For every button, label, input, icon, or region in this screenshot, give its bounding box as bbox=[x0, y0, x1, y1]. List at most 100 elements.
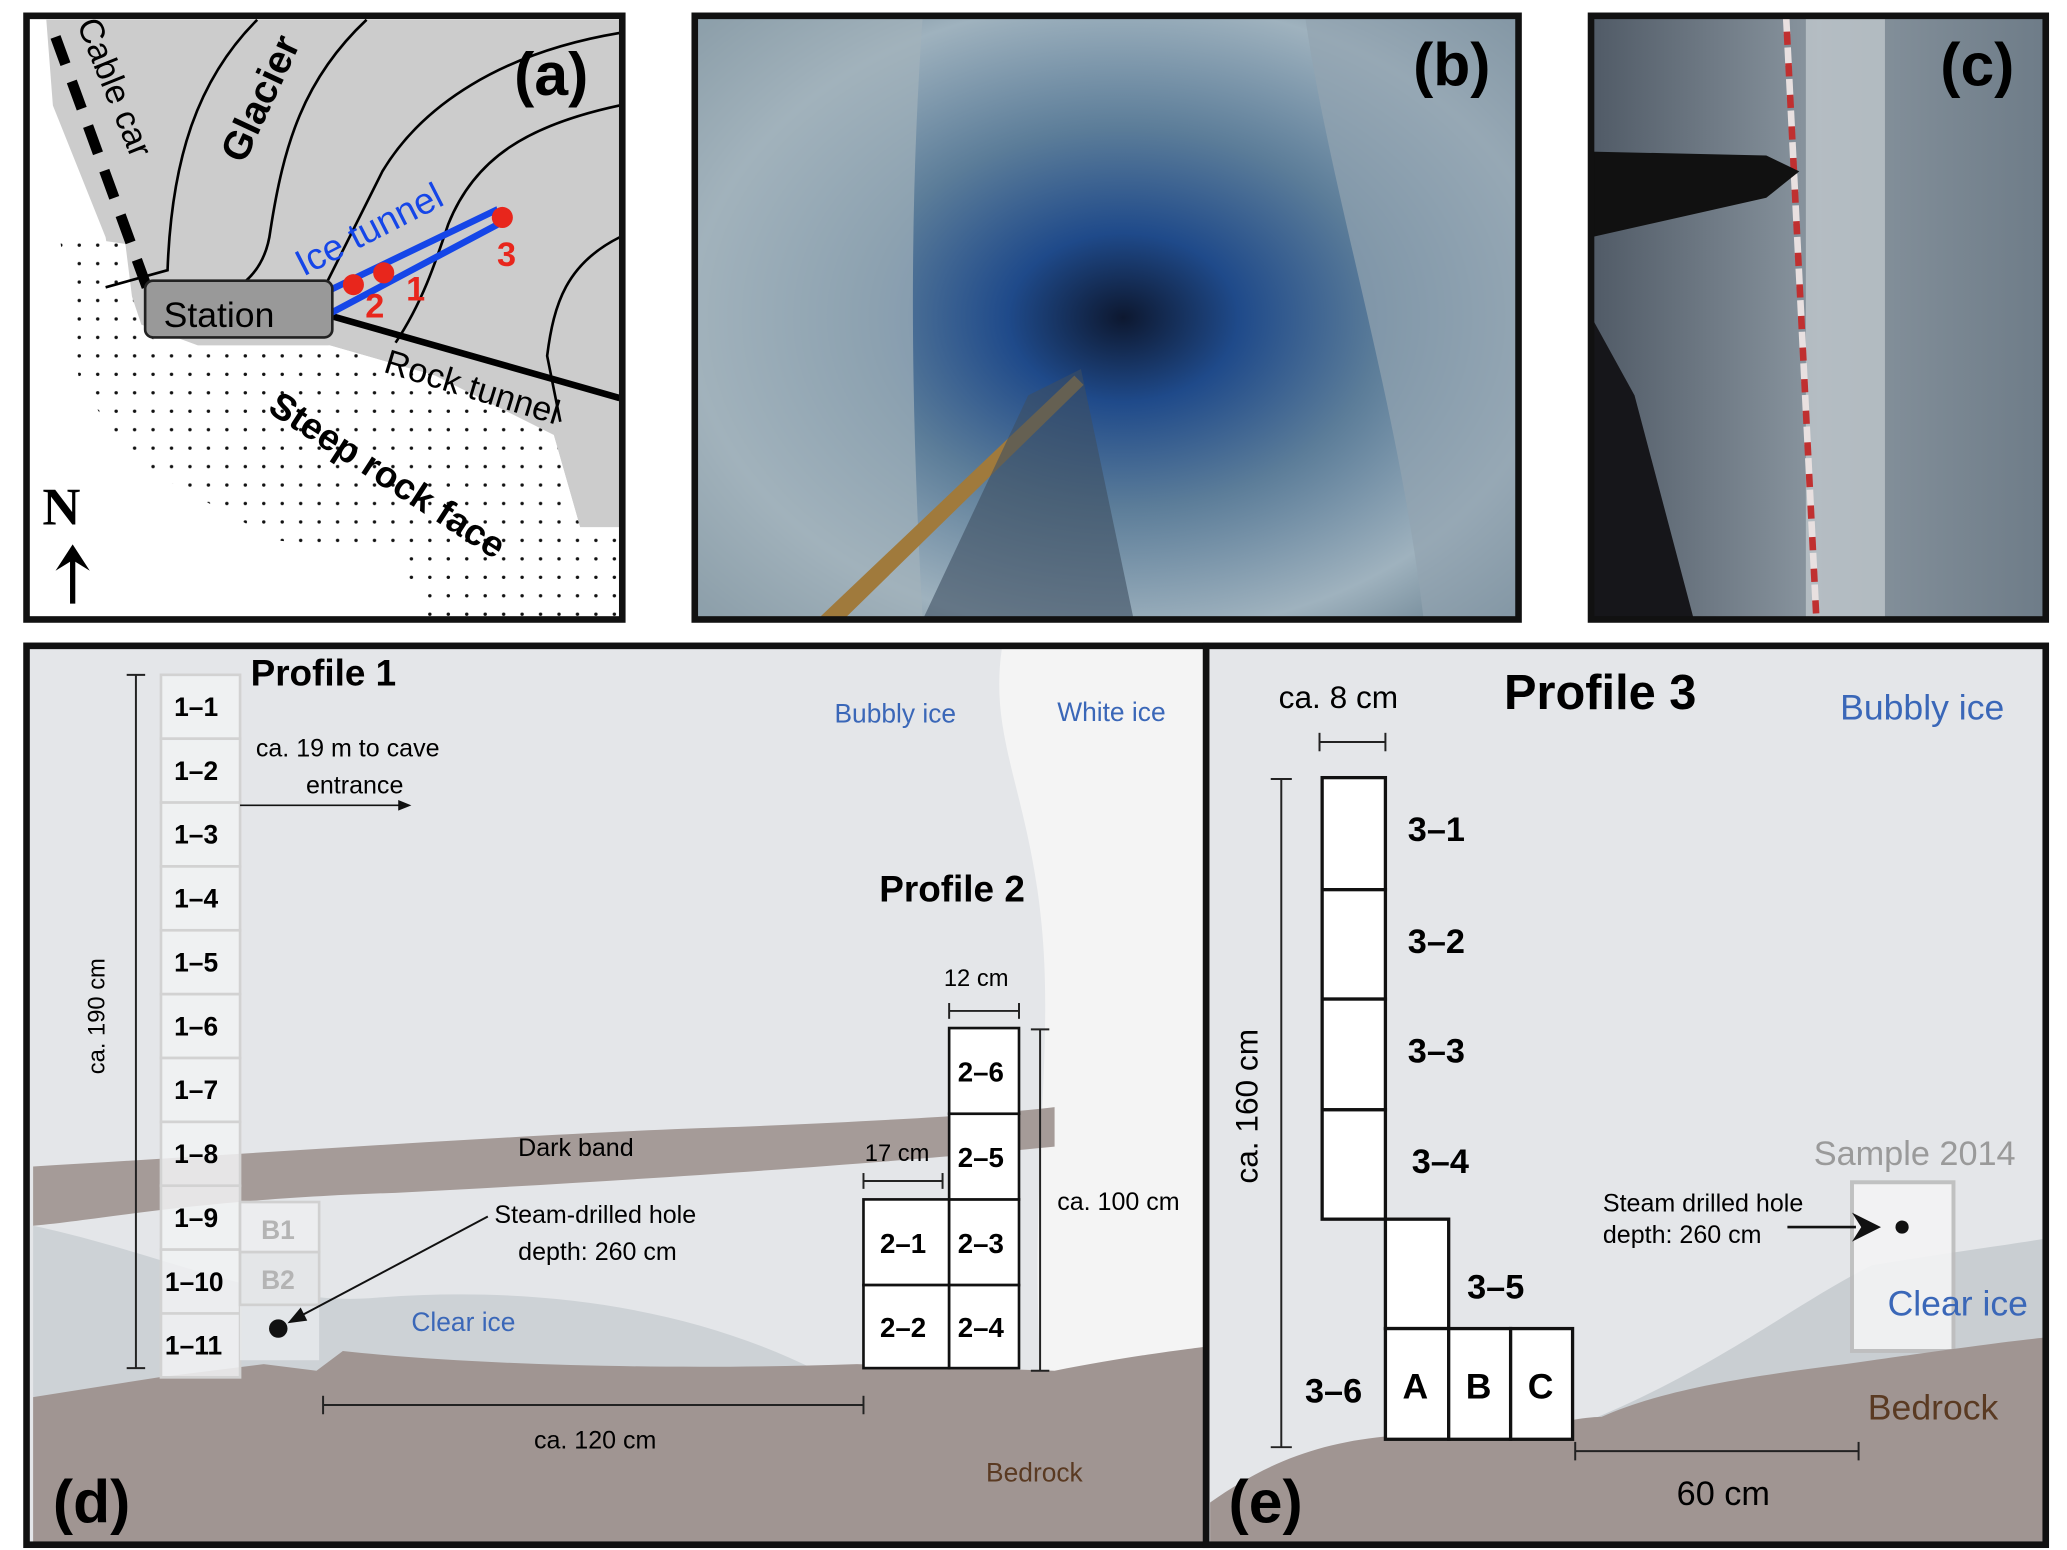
site-label-3: 3 bbox=[497, 236, 516, 274]
profile-3-sample-box bbox=[1320, 888, 1388, 1001]
bedrock-area bbox=[33, 1347, 1204, 1543]
rock-tunnel-line bbox=[322, 310, 621, 402]
profile-1-sample-label: 1–2 bbox=[174, 756, 218, 786]
site-marker-3 bbox=[491, 206, 513, 229]
profile-3-sample-box bbox=[1320, 1108, 1388, 1221]
profile-1-sample-label: 1–9 bbox=[174, 1203, 218, 1233]
profile-1-sample-label: 1–4 bbox=[174, 884, 218, 914]
block-b2 bbox=[238, 1250, 321, 1307]
profile-3-title: Profile 3 bbox=[1504, 666, 1696, 720]
subsample-box bbox=[1508, 1326, 1575, 1441]
steam-drilled-hole-marker bbox=[269, 1319, 288, 1338]
panel-c-photo-ice-wall: (c) bbox=[1587, 12, 2050, 623]
profile-2-sample-label: 2–3 bbox=[958, 1228, 1004, 1259]
profile-3-sample-label: 3–2 bbox=[1408, 923, 1465, 961]
subsample-label: B bbox=[1466, 1366, 1492, 1406]
profile-2-sample-box bbox=[862, 1283, 951, 1370]
profile-1-sample-box bbox=[159, 928, 242, 996]
profile-1-sample-box bbox=[159, 1184, 242, 1251]
cave-entrance-label-1: ca. 19 m to cave bbox=[256, 735, 440, 763]
panel-e-label: (e) bbox=[1229, 1467, 1303, 1535]
profile-1-sample-label: 1–6 bbox=[174, 1011, 218, 1041]
site-marker-1 bbox=[373, 262, 395, 284]
site-marker-2 bbox=[342, 274, 364, 296]
hole-label-1: Steam drilled hole bbox=[1603, 1189, 1803, 1217]
profile-1-sample-box bbox=[159, 1312, 242, 1379]
distance-scale-120 bbox=[322, 1395, 865, 1415]
distance-scale-60 bbox=[1574, 1441, 1860, 1461]
profile-1-sample-label: 1–5 bbox=[174, 947, 218, 977]
profile-2-sample-label: 2–5 bbox=[958, 1142, 1004, 1173]
panel-b-label: (b) bbox=[1413, 31, 1490, 99]
distance-120-label: ca. 120 cm bbox=[534, 1427, 656, 1455]
panel-d-profiles-1-2: Bubbly ice White ice Profile 1 ca. 190 c… bbox=[23, 642, 1210, 1549]
height-100-label: ca. 100 cm bbox=[1057, 1188, 1179, 1216]
profile-2-sample-box bbox=[947, 1283, 1021, 1370]
bubbly-ice-label: Bubbly ice bbox=[1840, 688, 2004, 728]
profile-2-sample-label: 2–2 bbox=[880, 1312, 926, 1343]
white-ice-label: White ice bbox=[1057, 697, 1165, 727]
hole-label-1: Steam-drilled hole bbox=[494, 1201, 696, 1229]
profile-3-sample-box bbox=[1383, 1217, 1451, 1331]
width-scale-17 bbox=[862, 1173, 944, 1189]
profile-1-column: 1–11–21–31–41–51–61–71–81–91–101–11 bbox=[159, 673, 242, 1379]
height-scale-190 bbox=[126, 673, 146, 1370]
hole-label-2: depth: 260 cm bbox=[518, 1238, 677, 1266]
profile-1-sample-box bbox=[159, 992, 242, 1060]
profile-2-sample-label: 2–4 bbox=[958, 1312, 1005, 1343]
hole-label-2: depth: 260 cm bbox=[1603, 1221, 1762, 1249]
cave-entrance-label-2: entrance bbox=[306, 771, 403, 799]
steam-drilled-hole-marker bbox=[1895, 1220, 1909, 1234]
height-scale-160 bbox=[1270, 777, 1292, 1449]
bubbly-ice-label: Bubbly ice bbox=[834, 698, 956, 728]
profile-1-sample-label: 1–8 bbox=[174, 1139, 218, 1169]
distance-60-label: 60 cm bbox=[1677, 1475, 1770, 1513]
width-8-label: ca. 8 cm bbox=[1279, 679, 1399, 715]
panel-c-label: (c) bbox=[1940, 31, 2014, 99]
profile-1-sample-label: 1–11 bbox=[165, 1331, 222, 1361]
bedrock-label: Bedrock bbox=[1868, 1388, 1999, 1428]
sample-2014-box bbox=[1850, 1180, 1956, 1353]
profile-3-sample-box bbox=[1320, 997, 1388, 1112]
profile-2-columns: 2–1 2–2 2–3 2–4 2–5 2–6 bbox=[862, 1026, 1021, 1370]
clear-ice-label: Clear ice bbox=[411, 1307, 515, 1337]
subsample-box bbox=[1447, 1326, 1513, 1441]
block-b1-label: B1 bbox=[261, 1215, 295, 1245]
profile-3-sample-label: 3–1 bbox=[1408, 811, 1465, 849]
white-ice-area bbox=[999, 648, 1204, 1384]
sample-2014-label: Sample 2014 bbox=[1814, 1135, 2016, 1173]
station-box bbox=[143, 279, 334, 339]
north-arrow-icon bbox=[55, 544, 90, 604]
profile-2-sample-box bbox=[947, 1026, 1021, 1116]
bedrock-area bbox=[1210, 1337, 2044, 1543]
height-190-label: ca. 190 cm bbox=[84, 958, 110, 1074]
width-scale-8 bbox=[1318, 732, 1387, 752]
bedrock-label: Bedrock bbox=[986, 1457, 1084, 1487]
height-scale-100 bbox=[1030, 1028, 1050, 1372]
width-scale-12 bbox=[948, 1003, 1020, 1019]
dark-band-label: Dark band bbox=[518, 1134, 633, 1162]
dark-band bbox=[33, 1107, 1055, 1226]
profile-2-sample-label: 2–1 bbox=[880, 1228, 926, 1259]
profile-3-sample-label: 3–5 bbox=[1467, 1268, 1524, 1306]
site-label-2: 2 bbox=[365, 288, 384, 326]
north-label: N bbox=[42, 479, 80, 537]
hole-arrow-icon bbox=[1851, 1212, 1881, 1242]
subsample-label: A bbox=[1403, 1366, 1429, 1406]
profile-1-title: Profile 1 bbox=[251, 652, 397, 693]
panel-b-photo-ice-tunnel: (b) bbox=[691, 12, 1522, 623]
profile-3-sample-label: 3–3 bbox=[1408, 1032, 1465, 1070]
panel-a-map: Station Cable car Glacier Ice tunnel Roc… bbox=[23, 12, 626, 623]
block-b2-label: B2 bbox=[261, 1265, 295, 1295]
panel-a-label: (a) bbox=[514, 40, 588, 108]
width-12-label: 12 cm bbox=[944, 966, 1009, 992]
site-label-1: 1 bbox=[406, 271, 425, 309]
panel-d-label: (d) bbox=[53, 1467, 130, 1535]
height-160-label: ca. 160 cm bbox=[1229, 1029, 1265, 1184]
cave-entrance-arrow-icon bbox=[240, 800, 412, 811]
station-label: Station bbox=[164, 295, 275, 335]
profile-3-sample-box bbox=[1320, 775, 1388, 892]
profile-2-sample-label: 2–6 bbox=[958, 1056, 1004, 1087]
